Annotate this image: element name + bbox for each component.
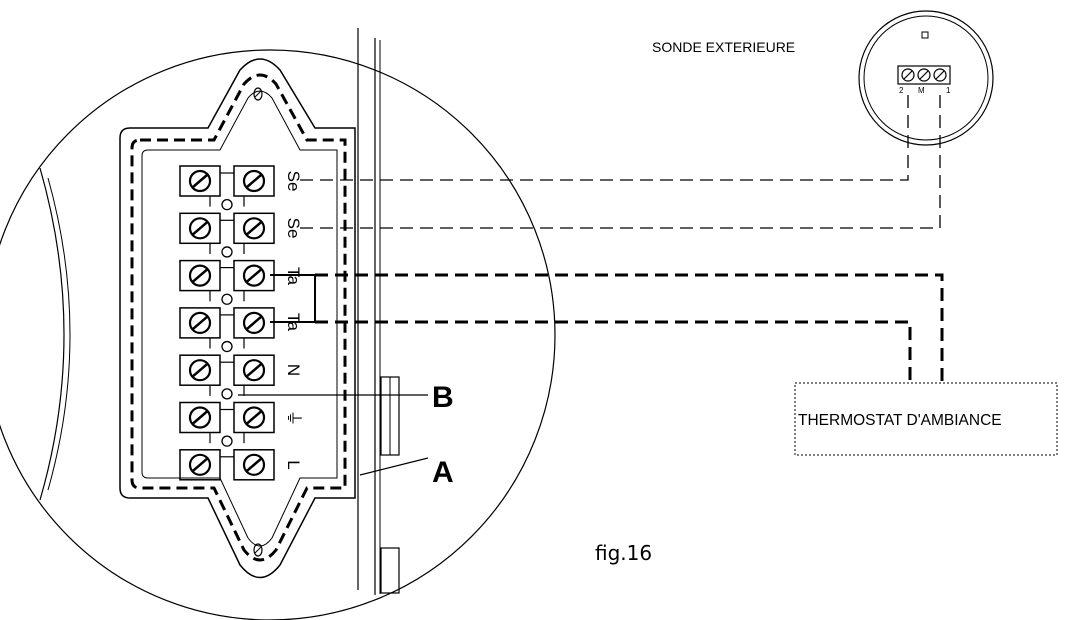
thermostat-label: THERMOSTAT D'AMBIANCE [798, 412, 1002, 429]
sensor-inner-circle [863, 15, 989, 141]
sensor-wire-1 [300, 95, 909, 181]
thermostat-wire-2 [315, 320, 912, 383]
separator-ring-icon [221, 198, 233, 211]
housing-dashed-outline [130, 73, 347, 562]
terminal-row [179, 354, 275, 386]
top-screw-icon [253, 87, 263, 101]
terminal-body [233, 165, 275, 197]
screw-icon [188, 217, 212, 240]
terminal-label-1: Se [284, 171, 303, 192]
callout-b-label: B [432, 381, 454, 414]
sensor-screw-icon [917, 68, 931, 82]
sensor-wire-2 [300, 95, 941, 229]
terminal-rows [179, 165, 275, 481]
housing-left-edge [39, 167, 65, 501]
terminal-body [179, 354, 221, 386]
screw-icon [188, 406, 212, 429]
housing-left-edge-inner [47, 177, 71, 491]
terminal-body [233, 449, 275, 481]
callout-a: A [359, 456, 454, 489]
terminal-block-housing [119, 58, 356, 579]
screw-icon [242, 169, 266, 193]
screw-icon [188, 264, 212, 287]
terminal-body [179, 165, 221, 197]
separator-ridge [209, 338, 245, 349]
separator-ring-icon [221, 246, 233, 258]
sensor-pin-right: 1 [946, 86, 951, 95]
screw-icon [242, 264, 266, 287]
sensor-screw-icon [901, 68, 915, 82]
terminal-label-5: N [284, 364, 303, 376]
callout-a-leader [359, 457, 429, 476]
thermostat-wire-1 [315, 273, 944, 383]
screw-icon [188, 453, 212, 476]
separator-ridge [209, 196, 245, 207]
screw-icon [242, 406, 266, 429]
screw-icon [242, 453, 266, 476]
separator-ridge [209, 385, 245, 396]
separator-ring-icon [221, 388, 233, 400]
room-thermostat: THERMOSTAT D'AMBIANCE [794, 382, 1058, 456]
screw-icon [188, 311, 212, 334]
separator-ridge [209, 433, 245, 444]
sensor-pin-mid: M [918, 86, 925, 95]
terminal-body [179, 307, 221, 339]
screw-icon [242, 217, 266, 240]
sensor-screw-icon [933, 68, 947, 82]
sensor-terminal-block [897, 65, 951, 85]
terminal-body [233, 354, 275, 386]
terminal-row [179, 307, 275, 339]
terminal-label-3: Ta [284, 267, 303, 286]
housing [0, 28, 556, 620]
screw-icon [242, 359, 266, 382]
terminal-label-6: ⏚ [284, 410, 303, 427]
external-sensor: 2 M 1 [858, 10, 994, 146]
thermostat-wires [315, 273, 944, 383]
sensor-wires [300, 95, 941, 229]
terminal-row [179, 401, 275, 434]
sensor-outer-circle [858, 10, 994, 146]
lower-tab [380, 547, 400, 594]
terminal-body [179, 259, 221, 292]
sensor-pin-left: 2 [899, 86, 904, 95]
figure-caption: fig.16 [595, 541, 652, 565]
terminal-body [179, 401, 221, 434]
terminal-row [179, 212, 275, 245]
callout-a-label: A [432, 456, 454, 489]
bottom-screw-icon [253, 543, 263, 557]
separator-ridge [209, 243, 245, 254]
ta-jumper-wire [270, 274, 316, 323]
housing-circle [0, 49, 556, 620]
screw-icon [188, 359, 212, 382]
separator-ring-icon [221, 293, 233, 305]
terminal-label-2: Se [284, 218, 303, 239]
screw-icon [188, 169, 212, 193]
terminal-label-7: L [284, 460, 303, 469]
sensor-label: SONDE EXTERIEURE [652, 39, 795, 55]
housing-outer-outline [119, 58, 356, 579]
housing-inner-outline [141, 90, 338, 547]
separator-ring-icon [221, 435, 233, 447]
terminal-body [233, 212, 275, 245]
sensor-indicator [921, 31, 929, 39]
terminal-labels: Se Se Ta Ta N ⏚ L [284, 171, 303, 470]
terminal-row [179, 449, 275, 481]
terminal-body [233, 401, 275, 434]
screw-icon [242, 311, 266, 334]
terminal-row [179, 259, 275, 292]
separator-ring-icon [221, 340, 233, 353]
callout-b: B [238, 381, 454, 414]
thermostat-box [794, 382, 1058, 456]
separator-ridge [209, 291, 245, 302]
terminal-row [179, 165, 275, 197]
terminal-body [179, 449, 221, 481]
terminal-body [179, 212, 221, 245]
